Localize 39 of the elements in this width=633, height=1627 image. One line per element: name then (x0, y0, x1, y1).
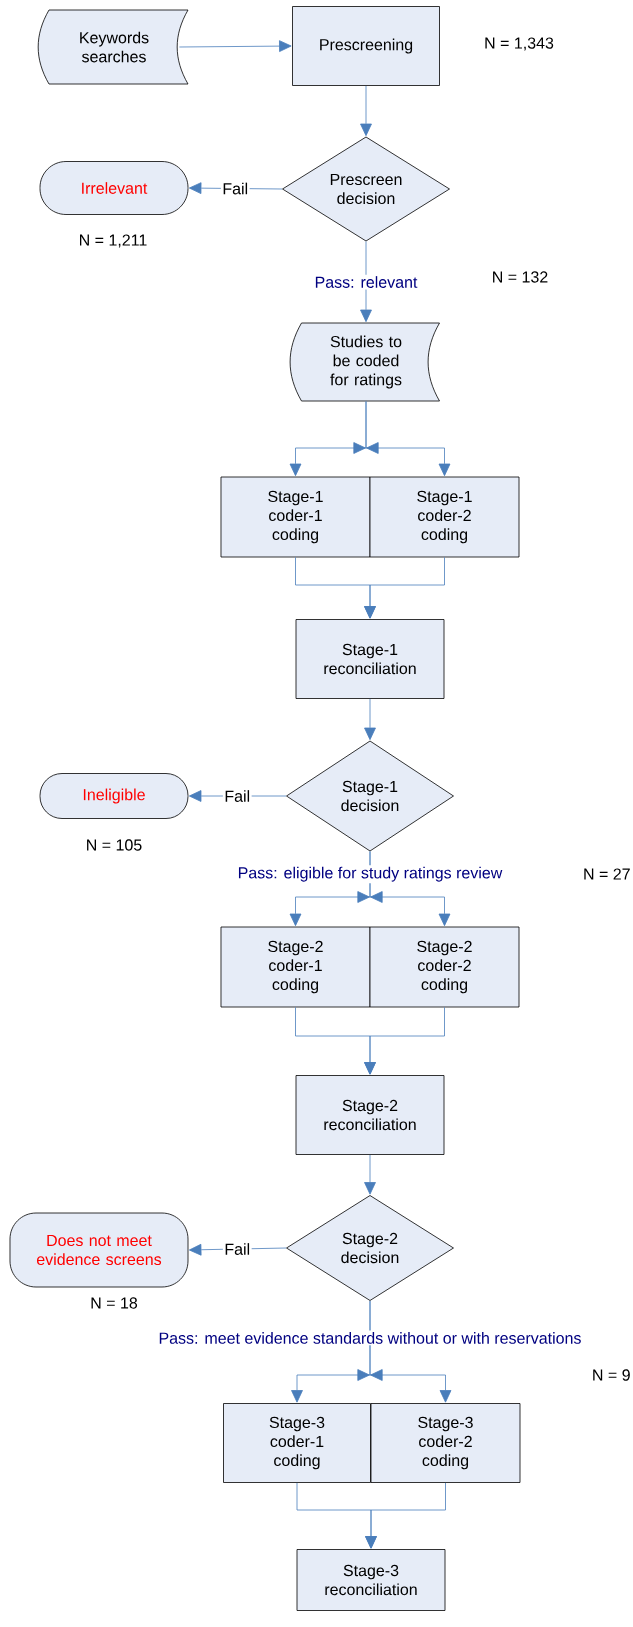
terminator-box: Irrelevant (39, 161, 189, 215)
process-box: Stage-3 coder-2 coding (370, 1403, 521, 1483)
terminator-box: Does not meet evidence screens (9, 1212, 189, 1288)
count-label: N = 1,343 (485, 37, 554, 51)
edge-label: Fail (220, 181, 250, 196)
process-box: Stage-2 coder-2 coding (369, 926, 520, 1008)
count-label: N = 1,211 (80, 234, 147, 248)
process-box: Stage-1 coder-2 coding (369, 476, 520, 558)
count-label: N = 18 (91, 1297, 138, 1309)
process-box: Prescreening (292, 6, 440, 86)
edge-label: Fail (222, 788, 252, 804)
arrow (188, 1243, 287, 1256)
arrow (360, 241, 372, 323)
edge-label: Pass: eligible for study ratings review (236, 865, 504, 884)
edge-label: Pass: relevant (313, 274, 419, 290)
arrow (365, 1482, 446, 1549)
process-box: Stage-3 coder-1 coding (223, 1403, 371, 1483)
count-label: N = 105 (87, 839, 142, 851)
process-box: Stage-1 reconciliation (295, 619, 445, 699)
count-label: N = 9 (593, 1369, 630, 1381)
arrow (357, 1300, 452, 1403)
arrow (364, 1154, 376, 1195)
process-box: Stage-1 coder-1 coding (220, 476, 371, 558)
arrow (179, 40, 292, 52)
count-label: N = 27 (584, 868, 630, 880)
arrow (360, 85, 372, 137)
arrow (353, 401, 451, 477)
edge-label: Fail (222, 1241, 252, 1257)
process-box: Stage-3 reconciliation (296, 1549, 446, 1611)
arrow (188, 182, 283, 194)
terminator-box: Ineligible (39, 773, 189, 819)
edge-label: Pass: meet evidence standards without or with reservations (157, 1330, 583, 1346)
arrow (364, 698, 376, 741)
count-label: N = 132 (493, 271, 548, 283)
process-box: Stage-2 coder-1 coding (220, 926, 371, 1008)
arrow (357, 851, 451, 927)
arrow (364, 1007, 445, 1075)
arrow (364, 557, 445, 619)
process-box: Stage-2 reconciliation (295, 1075, 445, 1155)
